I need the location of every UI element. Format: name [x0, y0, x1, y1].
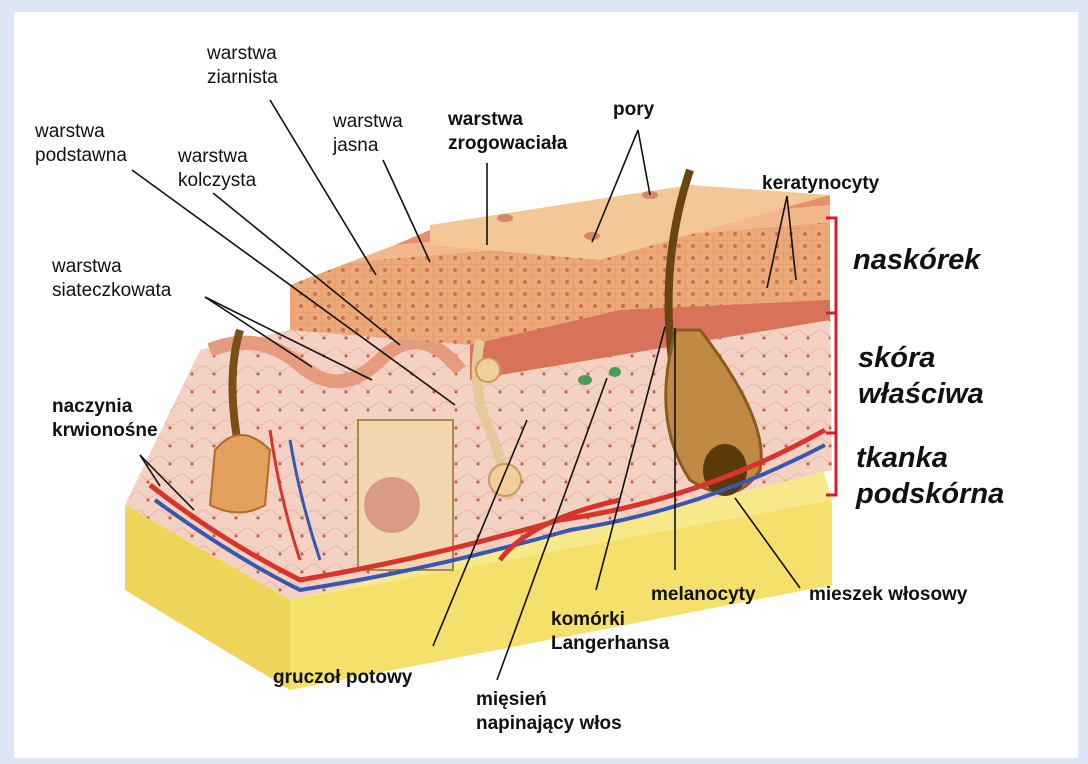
gland-cross-section: [364, 477, 420, 533]
label-mieszek-wlosowy: mieszek włosowy: [809, 583, 967, 607]
label-keratynocyty: keratynocyty: [762, 172, 879, 196]
label-melanocyty: melanocyty: [651, 583, 756, 607]
region-naskorek: naskórek: [853, 242, 980, 278]
label-pory: pory: [613, 98, 654, 122]
pore: [497, 214, 513, 222]
label-gruczol-potowy: gruczoł potowy: [273, 666, 412, 690]
pore: [584, 232, 600, 240]
